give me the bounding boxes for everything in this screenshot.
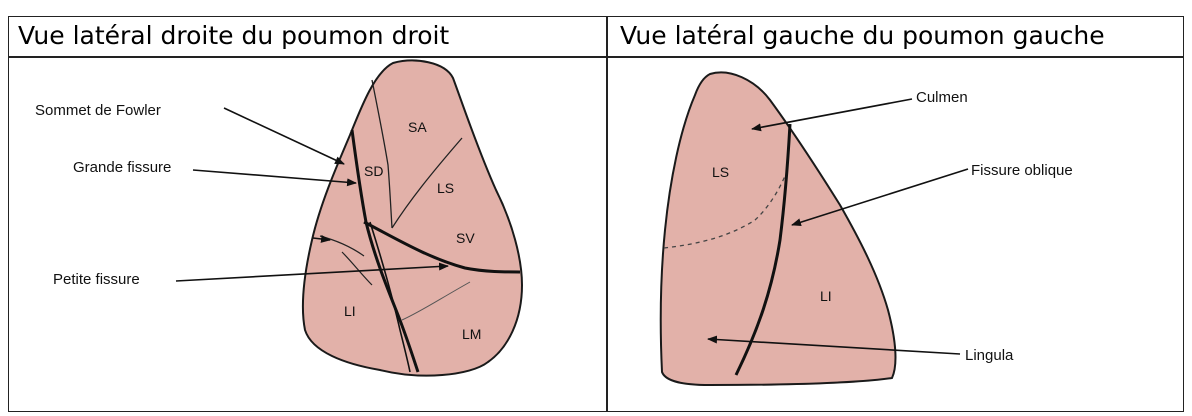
segment-li-left-lung: LI — [820, 288, 832, 304]
label-fissure-oblique: Fissure oblique — [971, 162, 1073, 179]
label-petite-fissure: Petite fissure — [53, 271, 140, 288]
segment-lm: LM — [462, 326, 481, 342]
label-grande-fissure: Grande fissure — [73, 159, 171, 176]
left-lung-outline — [661, 72, 896, 385]
left-lung-diagram: Culmen Fissure oblique Lingula LS LI — [661, 72, 1073, 385]
right-lung-outline — [303, 61, 522, 376]
sommet-fowler-arrow — [224, 108, 344, 164]
segment-sa: SA — [408, 119, 427, 135]
segment-sv: SV — [456, 230, 475, 246]
label-culmen: Culmen — [916, 89, 968, 106]
segment-sd: SD — [364, 163, 383, 179]
segment-ls-left-lung: LS — [712, 164, 729, 180]
grande-fissure-arrow — [193, 170, 356, 183]
segment-li: LI — [344, 303, 356, 319]
label-sommet-de-fowler: Sommet de Fowler — [35, 102, 161, 119]
segment-ls: LS — [437, 180, 454, 196]
label-lingula: Lingula — [965, 347, 1014, 364]
right-lung-diagram: Sommet de Fowler Grande fissure Petite f… — [35, 61, 522, 376]
